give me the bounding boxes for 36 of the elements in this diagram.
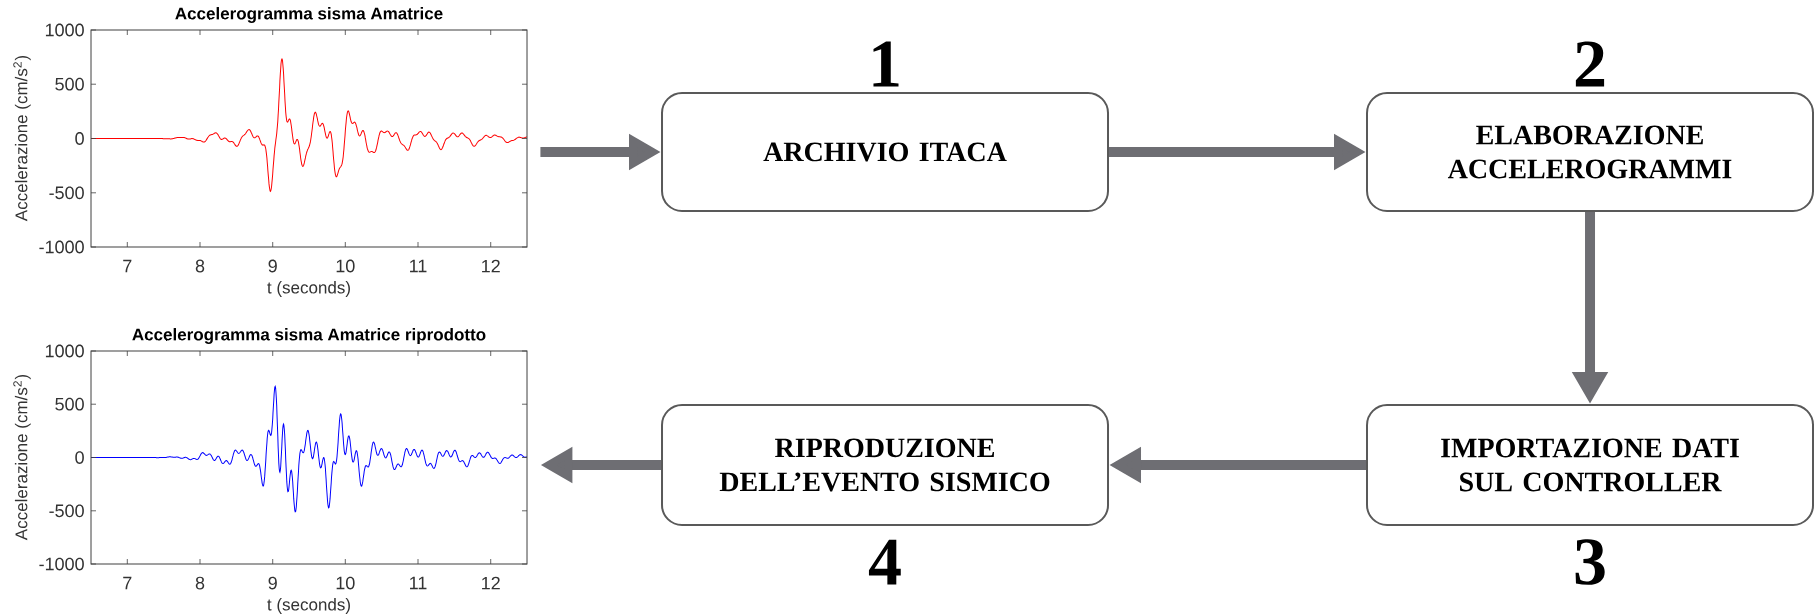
axis-label: t (seconds)	[267, 598, 350, 614]
tick-label: -500	[49, 504, 84, 518]
axis-label: Accelerazione (cm/s$^{2}$)	[13, 55, 31, 222]
tick-label: 1000	[45, 344, 84, 358]
chart-title: Accelerogramma sisma Amatrice	[175, 7, 443, 23]
tick-label: 12	[482, 259, 500, 273]
process-box: ARCHIVIO ITACA	[661, 92, 1109, 212]
step-number: 3	[1575, 539, 1605, 585]
tick-label: 7	[123, 259, 132, 273]
tick-label: 9	[268, 576, 277, 590]
tick-label: 9	[268, 259, 277, 273]
step-number: 1	[873, 41, 899, 87]
tick-label: -1000	[39, 557, 84, 571]
tick-label: 0	[75, 132, 84, 145]
chart-title: Accelerogramma sisma Amatrice riprodotto	[132, 328, 486, 344]
tick-label: 500	[55, 397, 84, 411]
tick-label: 8	[195, 576, 205, 590]
step-number: 2	[1575, 41, 1605, 87]
tick-label: 11	[410, 576, 427, 590]
tick-label: 500	[55, 77, 84, 91]
axis-label: t (seconds)	[267, 281, 350, 297]
tick-label: 8	[195, 259, 205, 273]
tick-label: 0	[75, 451, 84, 464]
tick-label: 10	[336, 576, 355, 590]
tick-label: 11	[410, 259, 427, 273]
axis-label: Accelerazione (cm/s$^{2}$)	[13, 374, 31, 541]
tick-label: 1000	[45, 23, 84, 37]
process-box: IMPORTAZIONE DATI SUL CONTROLLER	[1366, 404, 1814, 526]
tick-label: 7	[123, 576, 132, 590]
tick-label: -1000	[39, 240, 84, 254]
process-box: RIPRODUZIONE DELL’EVENTO SISMICO	[661, 404, 1109, 526]
tick-label: 10	[336, 259, 355, 273]
tick-label: 12	[482, 576, 500, 590]
tick-label: -500	[49, 186, 84, 200]
process-box: ELABORAZIONE ACCELEROGRAMMI	[1366, 92, 1814, 212]
step-number: 4	[868, 539, 901, 585]
